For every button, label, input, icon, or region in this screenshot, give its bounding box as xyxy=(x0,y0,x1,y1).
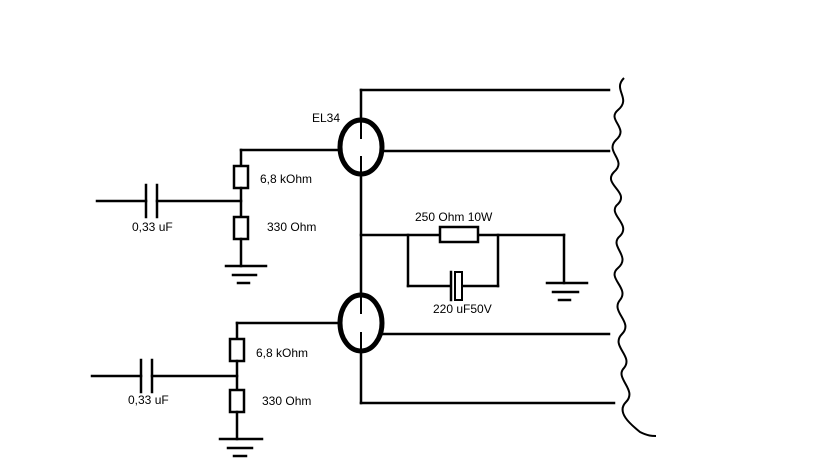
upper-coupling-capacitor-label: 0,33 uF xyxy=(132,220,173,234)
upper-cathode-resistor xyxy=(232,215,250,241)
lower-coupling-capacitor-label: 0,33 uF xyxy=(128,393,169,407)
upper-tube xyxy=(337,117,385,177)
cathode-bias-network xyxy=(406,225,589,302)
bias-resistor-label: 250 Ohm 10W xyxy=(415,210,493,224)
bias-capacitor-label: 220 uF50V xyxy=(433,302,492,316)
lower-grid-resistor xyxy=(228,337,246,363)
lower-cathode-resistor xyxy=(228,388,246,414)
lower-input-stage xyxy=(90,321,342,458)
lower-grid-resistor-label: 6,8 kOhm xyxy=(256,346,308,360)
upper-input-stage xyxy=(95,148,342,285)
bias-resistor xyxy=(438,225,480,244)
bias-ground-symbol xyxy=(545,281,589,302)
lower-coupling-capacitor xyxy=(139,358,154,394)
tube-interconnect-wiring xyxy=(359,88,616,405)
upper-grid-resistor-label: 6,8 kOhm xyxy=(260,172,312,186)
lower-tube xyxy=(337,292,385,354)
break-line xyxy=(610,77,657,437)
upper-cathode-resistor-label: 330 Ohm xyxy=(267,220,316,234)
upper-coupling-capacitor xyxy=(144,183,159,219)
upper-grid-resistor xyxy=(232,164,250,190)
bias-capacitor xyxy=(449,270,463,302)
upper-ground-symbol xyxy=(224,264,268,285)
lower-cathode-resistor-label: 330 Ohm xyxy=(262,394,311,408)
tube-label: EL34 xyxy=(312,111,340,125)
lower-ground-symbol xyxy=(218,437,264,458)
